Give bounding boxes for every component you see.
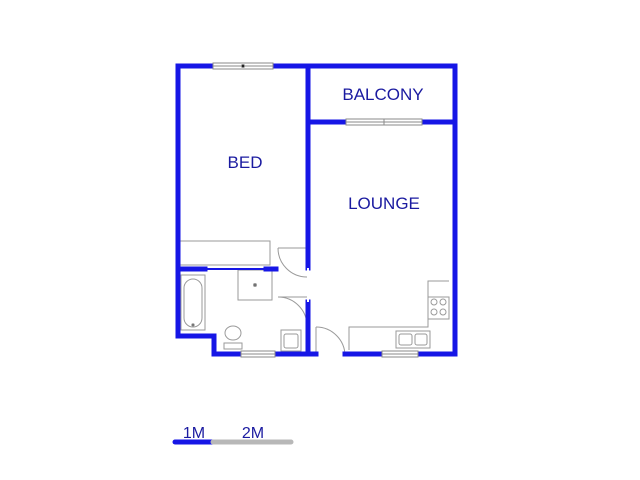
windows [212, 62, 423, 358]
bathtub-drain [191, 323, 195, 327]
kitchen-counter [348, 280, 449, 350]
scale-label-2m: 2M [242, 425, 264, 442]
toilet-bowl [224, 325, 242, 341]
doors [277, 247, 346, 357]
kitchen-sink [395, 330, 431, 349]
stove [427, 296, 450, 320]
toilet-tank [223, 342, 243, 350]
room-label-bed: BED [228, 153, 263, 172]
wardrobe [179, 240, 271, 266]
walls [175, 63, 458, 357]
bathtub [180, 274, 206, 331]
room-label-balcony: BALCONY [342, 85, 423, 104]
scale-bar: 1M 2M [172, 425, 294, 445]
fixtures [179, 240, 450, 352]
wall-thin-segments [205, 268, 309, 302]
bedroom-door-swing [277, 247, 308, 278]
room-label-lounge: LOUNGE [348, 194, 420, 213]
basin [280, 329, 302, 352]
bathroom-door-swing [277, 296, 308, 327]
bathtub-inner [183, 278, 203, 328]
entrance-door-swing [315, 326, 346, 357]
scale-label-1m: 1M [183, 425, 205, 442]
